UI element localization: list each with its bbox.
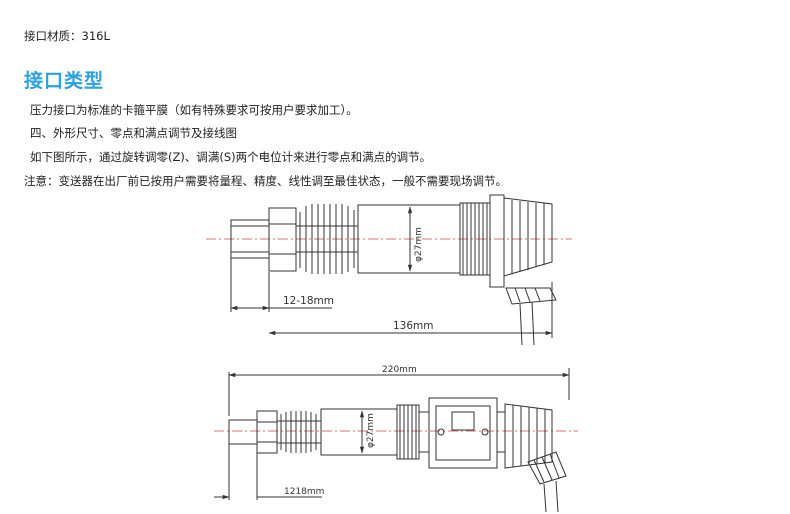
overall-length-label-2: 220mm [382,365,417,375]
paragraph-note: 注意：变送器在出厂前已按用户需要将量程、精度、线性调至最佳状态，一般不需要现场调… [24,174,507,188]
diameter-label: φ27mm [414,227,424,262]
diameter-label-2: φ27mm [366,413,376,448]
thread-length-label: 12-18mm [283,295,334,307]
paragraph-dimensions-heading: 四、外形尺寸、零点和满点调节及接线图 [30,126,237,140]
material-spec: 接口材质：316L [24,29,110,43]
overall-length-label: 136mm [393,320,434,332]
paragraph-interface: 压力接口为标准的卡箍平膜（如有特殊要求可按用户要求加工）。 [30,103,358,117]
transmitter-drawing-bottom [214,368,578,513]
transmitter-drawing-top [206,194,572,346]
paragraph-adjustment: 如下图所示，通过旋转调零(Z)、调满(S)两个电位计来进行零点和满点的调节。 [30,150,432,164]
section-title: 接口类型 [24,70,105,92]
thread-length-label-2: 1218mm [284,487,324,497]
